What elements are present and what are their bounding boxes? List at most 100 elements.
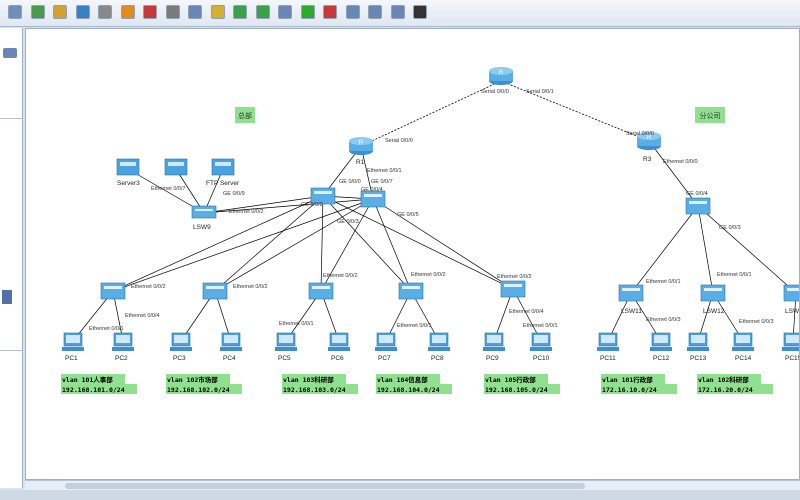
port-label: Serial 0/0/0	[385, 138, 413, 144]
vlan-name: vlan 102科研部	[698, 375, 749, 384]
pc-label: PC5	[278, 355, 291, 362]
delete-icon[interactable]	[143, 5, 157, 19]
note-icon[interactable]	[188, 5, 202, 19]
pc-label: PC7	[378, 355, 391, 362]
pc-icon[interactable]	[112, 332, 134, 351]
switch-lsw9-label: LSW9	[193, 224, 211, 231]
pc-icon[interactable]	[530, 332, 552, 351]
device-thumb-icon[interactable]	[2, 290, 12, 304]
pc-label: PC6	[331, 355, 344, 362]
pc-icon[interactable]	[483, 332, 505, 351]
vlan-name: vlan 103科研部	[283, 375, 334, 384]
switch-lsw12-icon[interactable]	[700, 284, 726, 302]
vlan-network: 172.16.20.0/24	[698, 386, 753, 394]
router-r3-icon[interactable]: R	[637, 132, 661, 150]
port-label: Ethernet 0/0/2	[233, 284, 268, 290]
pc-icon[interactable]	[170, 332, 192, 351]
server3-label: Server3	[117, 180, 140, 187]
vlan-name-bg	[282, 374, 346, 384]
router-r1-icon[interactable]: R	[349, 137, 373, 155]
pc-icon[interactable]	[732, 332, 754, 351]
text-icon[interactable]	[165, 5, 180, 19]
core-switch-1-icon[interactable]	[310, 187, 336, 205]
undo-icon[interactable]	[53, 5, 67, 19]
vlan-network: 192.168.104.0/24	[377, 386, 440, 394]
vlan-net-bg	[484, 384, 560, 394]
switch-lsw11-icon[interactable]	[618, 284, 644, 302]
topology-icon[interactable]	[368, 5, 382, 19]
port-label: Serial 0/0/0	[626, 131, 654, 137]
vlan-name-bg	[697, 374, 761, 384]
switch-lsw11-label: LSW11	[621, 308, 642, 315]
capture-icon[interactable]	[345, 5, 360, 19]
pc-icon[interactable]	[650, 332, 672, 351]
stop-icon[interactable]	[323, 5, 337, 19]
switch-branch-core-icon[interactable]	[685, 197, 711, 215]
port-label: GE 0/0/0	[339, 179, 361, 185]
port-label: Serial 0/0/0	[481, 89, 509, 95]
switch-lsw2-icon[interactable]	[202, 282, 228, 300]
pc-label: PC13	[690, 355, 707, 362]
device-category-icon[interactable]	[3, 48, 17, 58]
start-icon[interactable]	[300, 5, 315, 19]
port-label: GE 0/0/5	[397, 212, 419, 218]
zoom-out-icon[interactable]	[255, 5, 270, 19]
pc-icon[interactable]	[597, 332, 619, 351]
vlan-name-bg	[166, 374, 230, 384]
port-label: GE 0/0/7	[371, 179, 393, 185]
grid-icon[interactable]	[390, 5, 405, 19]
switch-lsw4-icon[interactable]	[398, 282, 424, 300]
switch-lsw5-icon[interactable]	[500, 280, 526, 298]
pc-icon[interactable]	[428, 332, 450, 351]
vlan-network: 172.16.10.0/24	[602, 386, 657, 394]
port-label: Ethernet 0/0/1	[279, 321, 314, 327]
open-icon[interactable]	[30, 5, 45, 19]
wan-link-hq[interactable]	[360, 80, 502, 147]
pc-icon[interactable]	[220, 332, 242, 351]
rect-icon[interactable]	[210, 5, 225, 19]
port-label: Ethernet 0/0/7	[151, 186, 186, 192]
console-icon[interactable]	[413, 5, 427, 19]
router-r3-glyph: R	[647, 135, 652, 141]
switch-lsw9-icon[interactable]	[191, 205, 217, 219]
scrollbar-thumb[interactable]	[65, 483, 585, 489]
pc-label: PC12	[653, 355, 670, 362]
server3-icon[interactable]	[116, 158, 140, 176]
pc-label: PC2	[115, 355, 128, 362]
redo-icon[interactable]	[75, 5, 90, 19]
zoom-in-icon[interactable]	[233, 5, 247, 19]
pc-icon[interactable]	[275, 332, 297, 351]
vlan-network: 192.168.103.0/24	[283, 386, 346, 394]
ftp-server-icon[interactable]	[211, 158, 235, 176]
port-label: Ethernet 0/0/2	[323, 273, 358, 279]
new-icon[interactable]	[8, 5, 22, 19]
port-label: GE 0/0/2	[301, 202, 323, 208]
router-top-label: R	[499, 70, 504, 76]
topology-diagram: 总部 分公司 R Serial 0/0/0 Serial 0/0/1 R R1 …	[61, 67, 800, 394]
pc-label: PC10	[533, 355, 550, 362]
hq-links	[72, 145, 542, 342]
fit-icon[interactable]	[278, 5, 292, 19]
topology-canvas[interactable]: 总部 分公司 R Serial 0/0/0 Serial 0/0/1 R R1 …	[25, 28, 800, 480]
switch-lsw13-icon[interactable]	[783, 284, 800, 302]
vlan-name: vlan 105行政部	[485, 375, 536, 384]
pc-icon[interactable]	[782, 332, 800, 351]
pc-icon[interactable]	[375, 332, 397, 351]
vlan-name: vlan 102市场部	[167, 375, 218, 384]
hand-icon[interactable]	[120, 5, 135, 19]
select-icon[interactable]	[98, 5, 112, 19]
vlan-name-bg	[376, 374, 440, 384]
core-switch-2-icon[interactable]	[360, 190, 386, 208]
pc-label: PC11	[600, 355, 616, 362]
pc-icon[interactable]	[328, 332, 350, 351]
horizontal-scrollbar[interactable]	[25, 480, 800, 491]
server-icon[interactable]	[164, 158, 188, 176]
vlan-network: 192.168.105.0/24	[485, 386, 548, 394]
switch-lsw3-icon[interactable]	[308, 282, 334, 300]
switch-lsw1-icon[interactable]	[100, 282, 126, 300]
pc-icon[interactable]	[62, 332, 84, 351]
router-top-icon[interactable]: R	[489, 67, 513, 85]
wan-link-branch[interactable]	[500, 80, 650, 142]
vlan-name: vlan 101人事部	[62, 375, 113, 384]
pc-icon[interactable]	[687, 332, 709, 351]
